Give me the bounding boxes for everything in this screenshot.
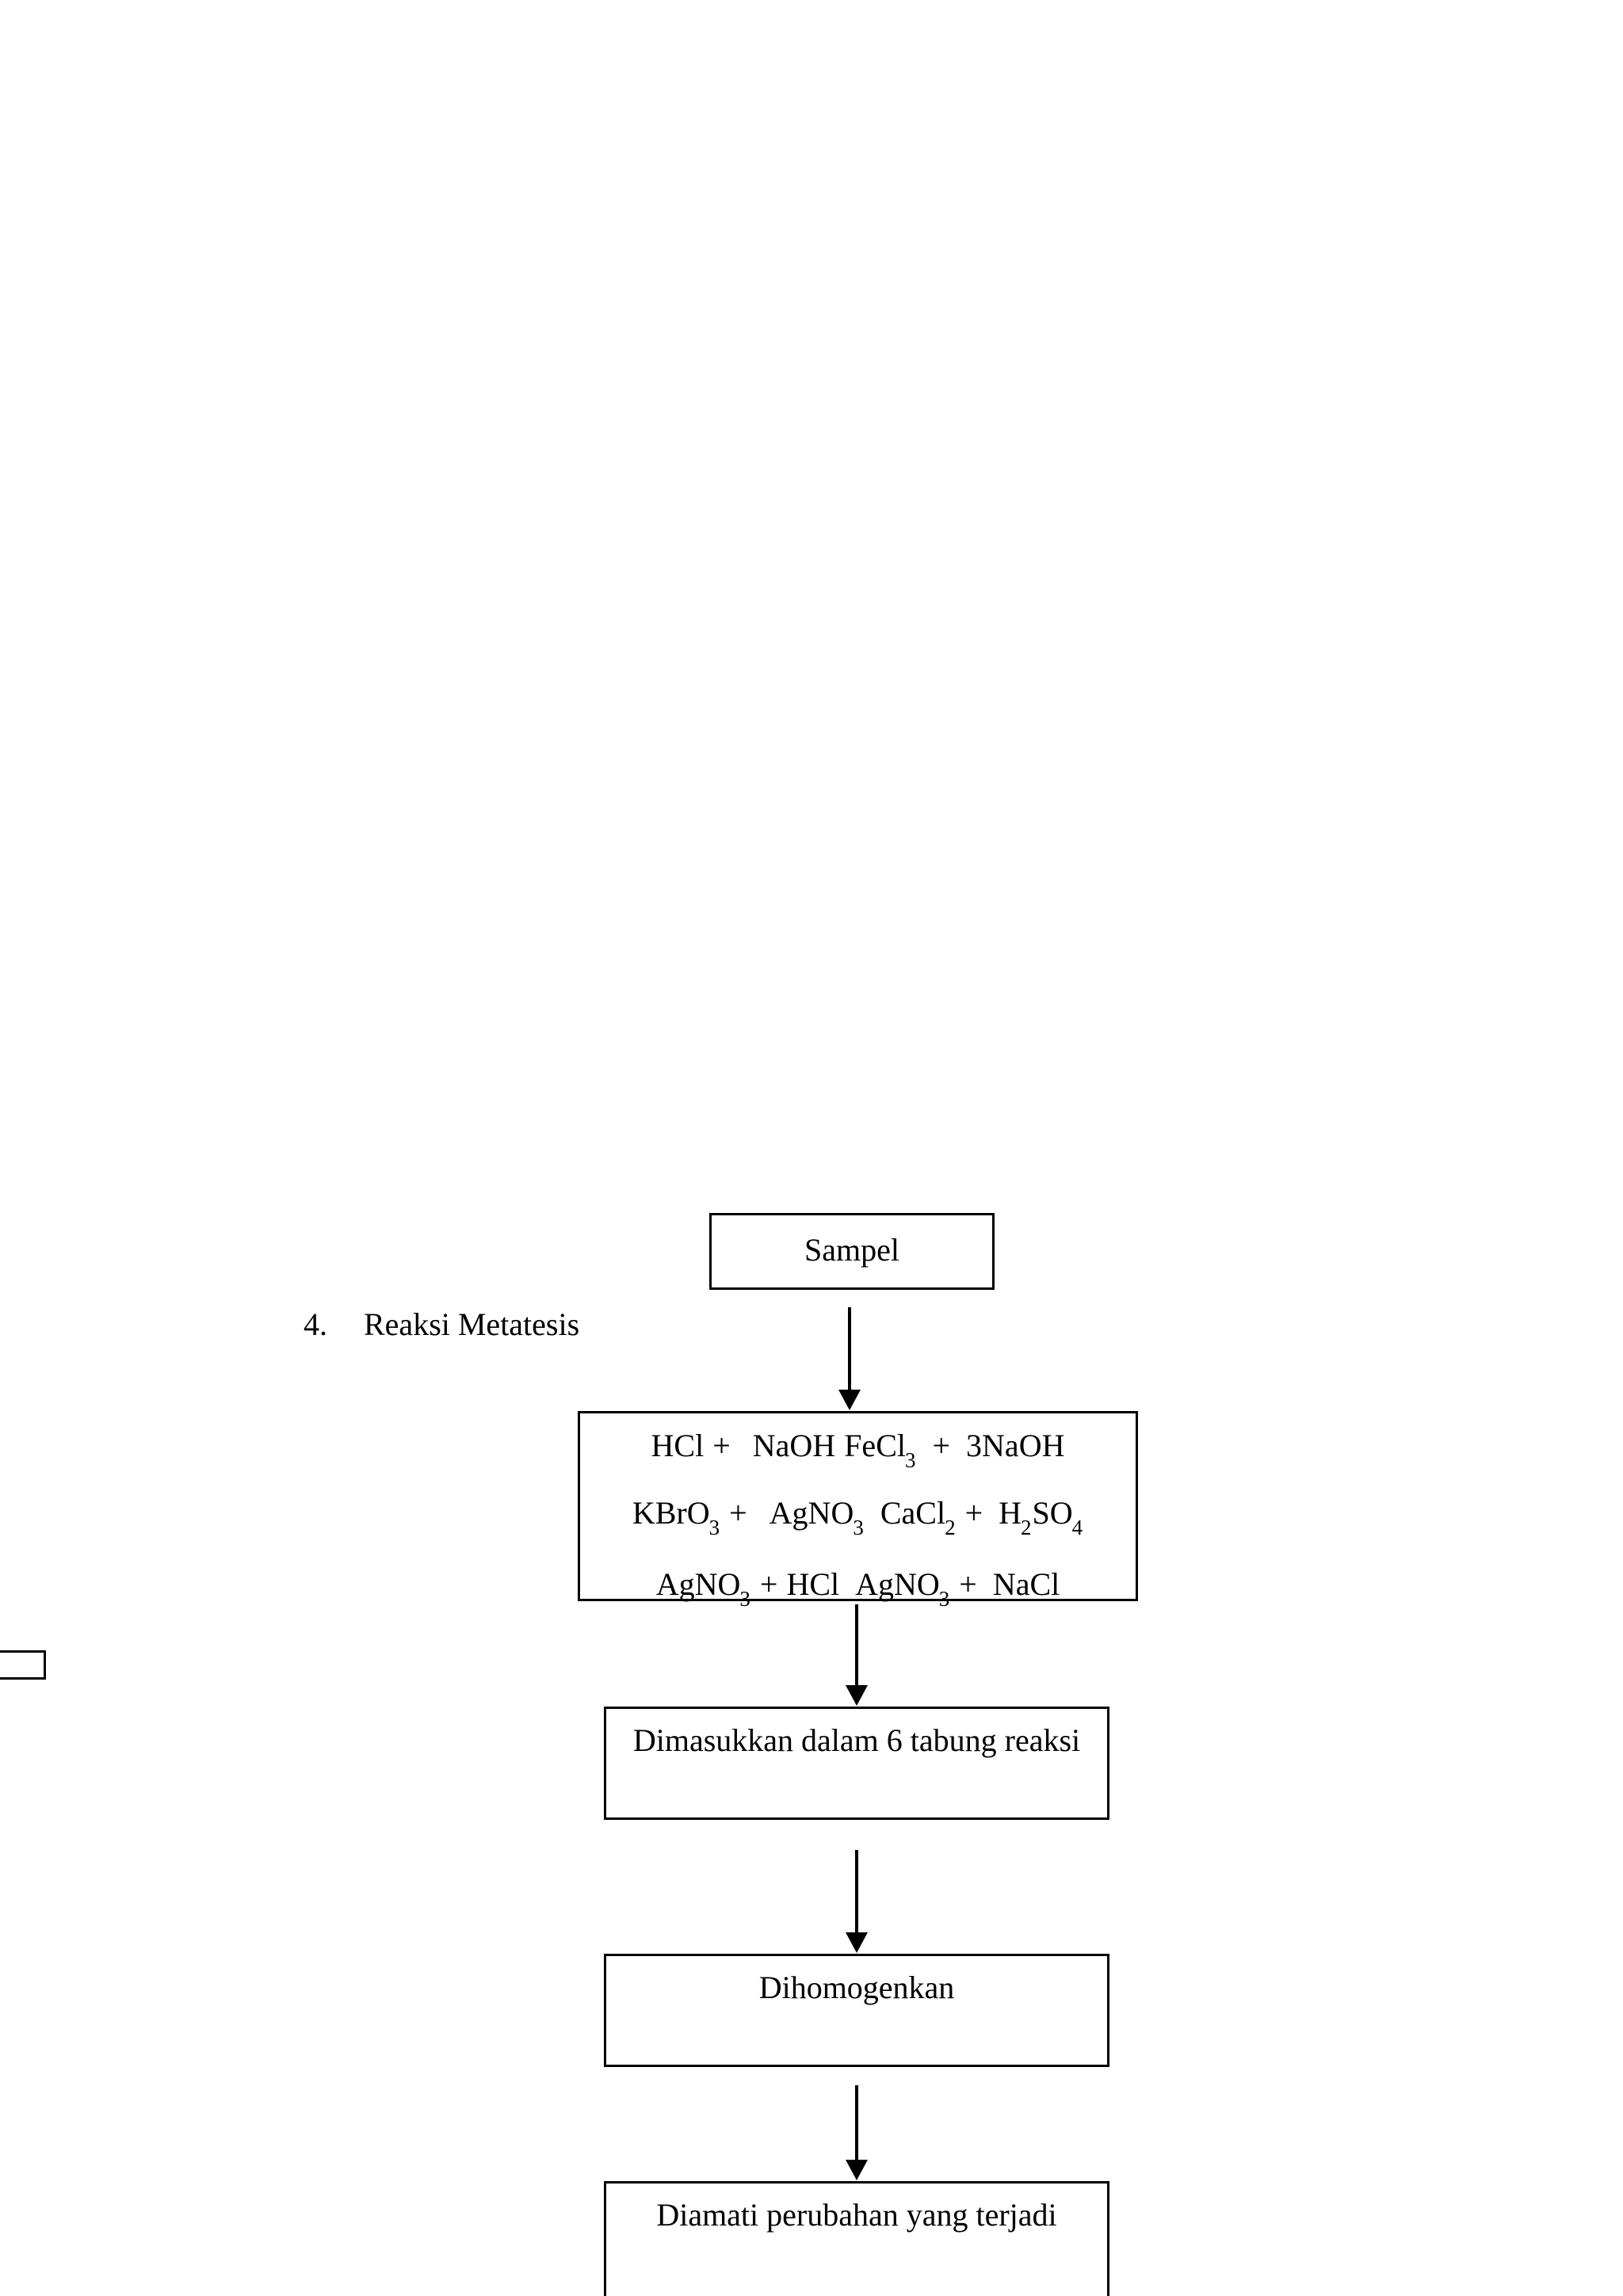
plus-sign: + (932, 1428, 951, 1463)
formula-3naoh: 3NaOH (966, 1428, 1065, 1463)
section-number: 4. (304, 1306, 327, 1342)
plus-sign: + (964, 1495, 983, 1531)
plus-sign: + (712, 1428, 731, 1463)
formula-agno3: AgNO3 (769, 1495, 864, 1539)
plus-sign: + (959, 1566, 977, 1602)
formula-agno3: AgNO3 (655, 1566, 750, 1611)
plus-sign: + (759, 1566, 778, 1602)
section-heading: 4. Reaksi Metatesis (304, 1307, 579, 1342)
flow-node-homogen: Dihomogenkan (604, 1954, 1109, 2067)
flow-node-homogen-label: Dihomogenkan (758, 1970, 955, 2005)
stray-empty-rectangle (0, 1650, 46, 1680)
arrow-down-icon-tabung-to-homogen (841, 1850, 873, 1953)
arrow-shaft (855, 1850, 858, 1932)
arrow-shaft (848, 1307, 851, 1390)
arrow-head (846, 1932, 868, 1953)
arrow-head (846, 2160, 868, 2180)
arrow-down-icon-reaksi-to-tabung (841, 1604, 873, 1706)
section-title: Reaksi Metatesis (364, 1306, 580, 1342)
arrow-down-icon-sampel-to-reaksi (834, 1307, 865, 1410)
plus-sign: + (729, 1495, 747, 1531)
flow-node-sampel: Sampel (709, 1213, 995, 1290)
formula-h2so4: H2SO4 (999, 1495, 1083, 1539)
flow-node-diamati: Diamati perubahan yang terjadi (604, 2181, 1109, 2296)
formula-naoh: NaOH (752, 1428, 836, 1463)
arrow-head (838, 1390, 861, 1410)
arrow-shaft (855, 2085, 858, 2160)
flow-node-tabung-label: Dimasukkan dalam 6 tabung reaksi (632, 1722, 1081, 1758)
flow-node-diamati-label: Diamati perubahan yang terjadi (656, 2197, 1057, 2233)
formula-fecl3: FeCl3 (844, 1428, 916, 1472)
flow-node-sampel-label: Sampel (804, 1232, 899, 1268)
formula-hcl: HCl (786, 1566, 840, 1602)
formula-cacl2: CaCl2 (880, 1495, 956, 1539)
arrow-shaft (855, 1604, 858, 1685)
formula-hcl: HCl (651, 1428, 705, 1463)
arrow-head (846, 1685, 868, 1706)
formula-nacl: NaCl (992, 1566, 1060, 1602)
arrow-down-icon-homogen-to-diamati (841, 2085, 873, 2180)
formula-agno3: AgNO3 (855, 1566, 950, 1611)
flow-node-tabung: Dimasukkan dalam 6 tabung reaksi (604, 1707, 1109, 1820)
formula-kbro3: KBrO3 (632, 1495, 720, 1539)
